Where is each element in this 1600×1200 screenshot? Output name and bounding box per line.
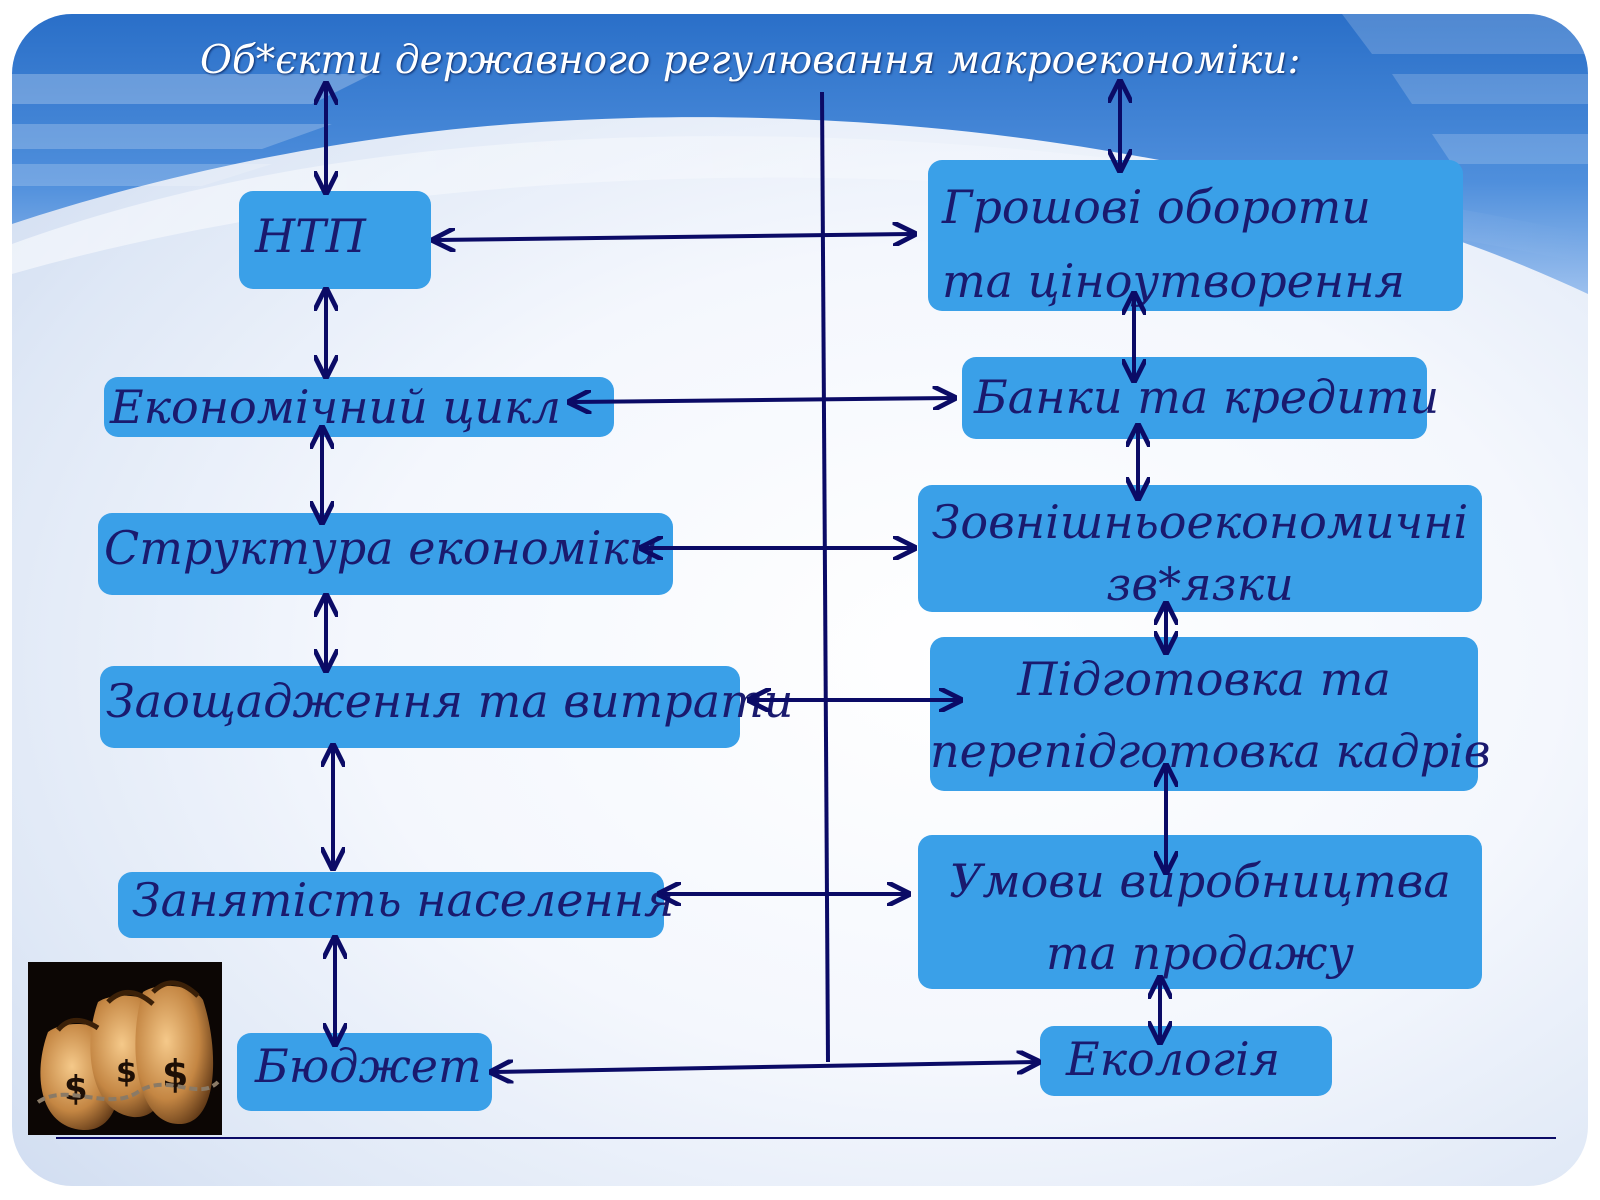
box-personnel-training-line2: перепідготовка кадрів [930,724,1491,778]
box-money-circulation: Грошові обороти та ціноутворення [928,160,1463,311]
arrow-budget-ecology [494,1062,1036,1072]
box-foreign-economic: Зовнішньоекономичні зв*язки [918,485,1482,612]
box-personnel-training: Підготовка та перепідготовка кадрів [930,637,1491,791]
box-employment-label: Занятість населення [132,873,675,927]
slide-title: Об*єкти державного регулювання макроекон… [200,38,1301,83]
box-ecology-label: Екологія [1066,1032,1281,1086]
box-savings-expenses-label: Заощадження та витрати [106,674,794,728]
box-money-circulation-line2: та ціноутворення [942,254,1405,308]
box-foreign-economic-line2: зв*язки [1106,557,1294,611]
box-production-conditions-line2: та продажу [1046,926,1354,980]
money-bags-icon: $ $ $ [28,962,222,1135]
box-banks-credits: Банки та кредити [962,357,1440,439]
footer-divider [56,1137,1556,1139]
box-economy-structure-label: Структура економіки [104,521,659,575]
box-production-conditions: Умови виробництва та продажу [918,835,1482,989]
box-employment: Занятість населення [118,872,675,938]
box-economy-structure: Структура економіки [98,513,673,595]
box-production-conditions-line1: Умови виробництва [949,854,1451,908]
box-economic-cycle: Економічний цикл [104,377,614,437]
box-banks-credits-label: Банки та кредити [974,370,1440,424]
central-axis-line [820,91,830,1063]
box-budget: Бюджет [237,1033,492,1111]
svg-text:$: $ [116,1055,137,1090]
box-foreign-economic-line1: Зовнішньоекономичні [931,495,1469,549]
arrow-ntp-money [436,234,912,240]
box-budget-label: Бюджет [255,1039,482,1093]
svg-text:$: $ [64,1069,88,1109]
box-ntp-label: НТП [255,209,366,263]
box-economic-cycle-label: Економічний цикл [110,380,561,434]
box-savings-expenses: Заощадження та витрати [100,666,794,748]
arrow-cycle-banks [572,398,952,402]
box-ecology: Екологія [1040,1026,1332,1096]
box-ntp: НТП [239,191,431,289]
box-money-circulation-line1: Грошові обороти [942,180,1371,234]
box-personnel-training-line1: Підготовка та [1017,652,1391,706]
